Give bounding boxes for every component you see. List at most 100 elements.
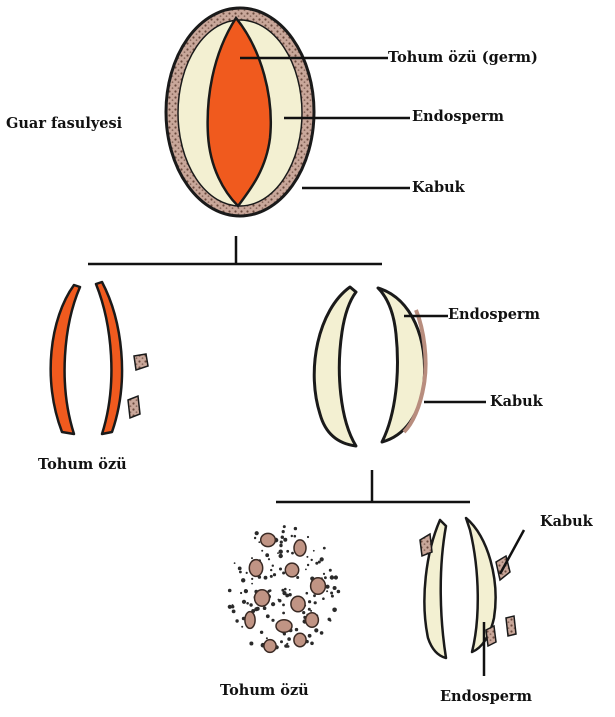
germ-speck [272, 565, 274, 567]
split-connector-1 [88, 236, 382, 264]
label-endosperm-top: Endosperm [412, 110, 504, 125]
germ-granule [255, 590, 270, 606]
germ-granule [294, 540, 306, 556]
germ-speck [329, 619, 331, 621]
germ-speck [279, 544, 282, 547]
germ-speck [266, 614, 270, 618]
germ-speck [255, 531, 259, 535]
germ-speck [270, 575, 273, 578]
germ-speck [291, 535, 293, 537]
germ-speck [258, 541, 260, 543]
germ-speck [261, 550, 263, 552]
germ-speck [323, 547, 326, 550]
germ-speck [281, 536, 284, 539]
germ-speck [280, 541, 283, 544]
hull-fragment [134, 354, 148, 370]
germ-speck [284, 588, 287, 591]
germ-speck [334, 576, 336, 578]
germ-granule [306, 613, 319, 628]
germ-speck [337, 590, 341, 594]
germ-speck [322, 597, 325, 600]
germ-speck [308, 600, 311, 603]
germ-speck [273, 573, 276, 576]
label-germ-bottom: Tohum özü [220, 684, 309, 699]
germ-speck [331, 595, 334, 598]
germ-granule [261, 533, 276, 546]
germ-speck [311, 559, 313, 561]
germ-speck [264, 576, 268, 580]
germ-speck [333, 586, 337, 590]
germ-speck [270, 569, 272, 571]
whole-guar-seed [166, 8, 314, 216]
germ-speck [268, 558, 270, 560]
germ-speck [284, 644, 288, 648]
germ-speck [279, 554, 283, 558]
germ-speck [320, 557, 324, 561]
endosperm-halves-bottom [420, 518, 524, 676]
germ-speck [294, 527, 297, 530]
germ-speck [314, 601, 317, 604]
germ-speck [251, 578, 253, 580]
label-hull-bottom: Kabuk [540, 515, 593, 530]
germ-speck [282, 530, 285, 533]
germ-speck [278, 599, 280, 601]
germ-speck [310, 642, 314, 646]
germ-speck [265, 553, 269, 557]
germ-speck [271, 619, 274, 622]
germ-speck [234, 562, 236, 564]
germ-speck [232, 604, 234, 606]
germ-speck [307, 536, 309, 538]
label-hull-mid: Kabuk [490, 395, 543, 410]
germ-half-right [96, 282, 122, 434]
leader-hull-bottom [500, 530, 524, 574]
germ-granule [276, 620, 292, 633]
germ-speck [280, 640, 283, 643]
germ-speck [287, 637, 291, 641]
germ-speck [296, 576, 299, 579]
hull-fragment [128, 396, 140, 418]
germ-speck [308, 634, 312, 638]
germ-speck [249, 642, 253, 646]
germ-granule [285, 563, 298, 577]
germ-speck [271, 602, 275, 606]
germ-speck [320, 631, 324, 635]
germ-granule [264, 640, 276, 653]
germ-speck [306, 556, 308, 558]
germ-speck [295, 628, 298, 631]
germ-speck [251, 557, 253, 559]
germ-speck [329, 569, 332, 572]
germ-half-left [51, 285, 80, 434]
label-endosperm-bottom: Endosperm [440, 690, 532, 705]
germ-speck [330, 592, 333, 595]
germ-speck [283, 525, 286, 528]
germ-speck [323, 573, 325, 575]
germ-speck [228, 589, 232, 593]
germ-speck [326, 590, 328, 592]
germ-speck [332, 608, 337, 613]
germ-granule [249, 560, 262, 577]
germ-speck [305, 569, 307, 571]
germ-speck [314, 628, 318, 632]
germ-speck [266, 637, 268, 639]
label-germ-left: Tohum özü [38, 458, 127, 473]
germ-speck [260, 631, 263, 634]
germ-speck [282, 604, 285, 607]
germ-granule [294, 633, 306, 647]
hull-fragment [486, 626, 496, 646]
germ-speck [286, 550, 289, 553]
germ-speck [291, 552, 294, 555]
hull-fragment [420, 534, 432, 556]
endosperm-half-left [314, 287, 356, 446]
label-guar-seed: Guar fasulyesi [6, 117, 122, 132]
germ-speck [246, 572, 248, 574]
germ-speck [242, 600, 246, 604]
germ-speck [238, 567, 242, 571]
germ-speck [241, 626, 243, 628]
germ-speck [289, 589, 291, 591]
germ-speck [241, 578, 245, 582]
germ-speck [282, 572, 285, 575]
germ-speck [239, 571, 242, 574]
split-connector-2 [276, 470, 470, 502]
germ-speck [306, 592, 309, 595]
